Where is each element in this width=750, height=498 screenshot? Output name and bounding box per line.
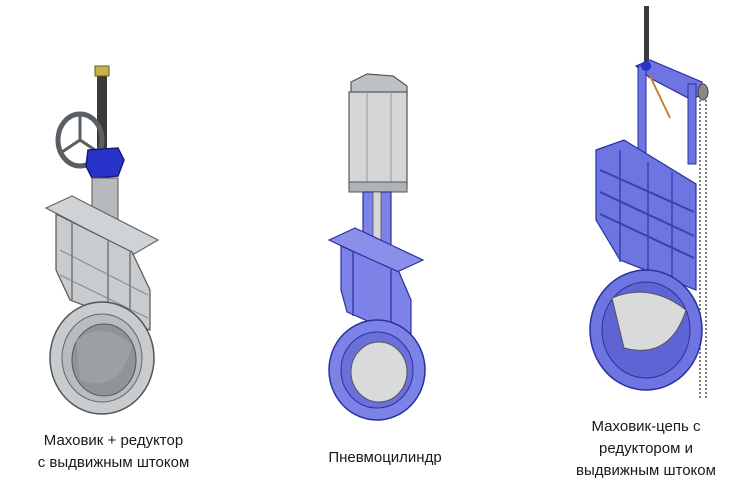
rising-stem [644,6,649,68]
caption-valve-pneumatic-cylinder: Пневмоцилиндр [300,447,470,469]
caption-valve-handwheel-gearbox: Маховик + редуктор с выдвижным штоком [6,430,221,474]
valve-chainwheel-gearbox-illustration [589,6,709,400]
caption-valve-chainwheel-gearbox: Маховик-цепь с редуктором и выдвижным шт… [548,416,744,482]
valve-pneumatic-cylinder-illustration [327,73,426,421]
valve-chainwheel-gearbox [520,0,750,498]
caption-line: Маховик-цепь с [591,418,701,435]
gearbox [85,147,125,179]
caption-line: с выдвижным штоком [37,454,190,471]
rising-stem [97,70,107,150]
stem-cap [94,65,110,77]
pneumatic-cylinder [348,91,408,189]
caption-line: выдвижным штоком [576,462,716,479]
gearbox [641,61,651,71]
valve-handwheel-gearbox-illustration [44,65,160,415]
caption-line: Маховик + редуктор [43,432,184,449]
handwheel-icon [55,111,105,169]
valve-pneumatic-cylinder [255,0,500,498]
caption-line: Пневмоцилиндр [328,449,442,466]
valve-handwheel-gearbox [0,0,240,498]
caption-line: редуктором и [599,440,693,457]
valve-body [595,139,697,291]
